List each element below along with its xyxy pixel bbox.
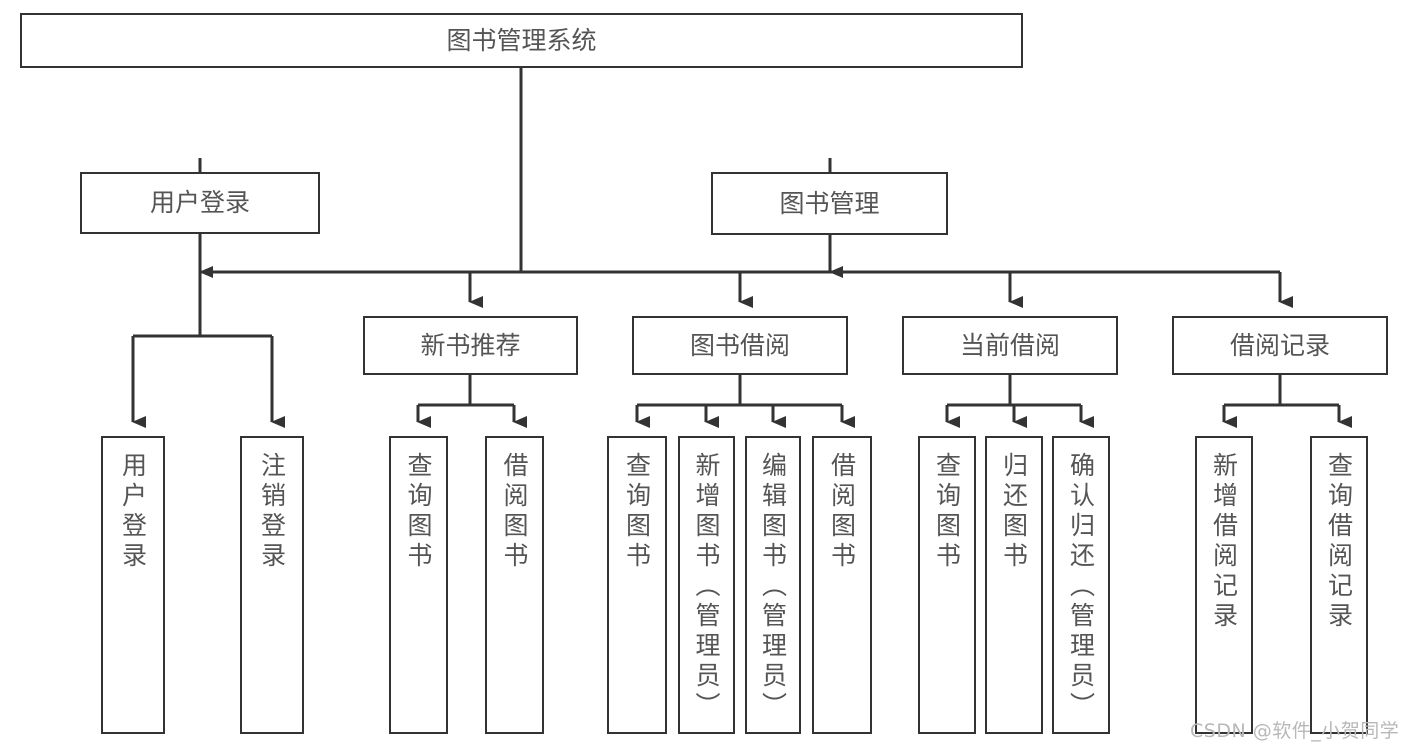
- node-leaf-add-record-label: 新增借阅记录: [1209, 452, 1239, 632]
- node-root-label: 图书管理系统: [446, 25, 597, 55]
- node-current-borrow-label: 当前借阅: [959, 330, 1060, 360]
- node-leaf-return-book-label: 归还图书: [999, 452, 1029, 572]
- node-leaf-logout-label: 注销登录: [257, 452, 287, 572]
- node-leaf-user-login-label: 用户登录: [118, 452, 148, 572]
- node-user-login-label: 用户登录: [149, 188, 250, 218]
- node-book-borrow[interactable]: 图书借阅: [632, 316, 848, 375]
- node-leaf-add-book[interactable]: 新增图书（管理员）: [678, 436, 735, 734]
- node-leaf-query-record-label: 查询借阅记录: [1324, 452, 1354, 632]
- node-book-borrow-label: 图书借阅: [689, 330, 790, 360]
- node-leaf-query-book-3[interactable]: 查询图书: [918, 436, 976, 734]
- node-leaf-borrow-book-1[interactable]: 借阅图书: [485, 436, 544, 734]
- node-leaf-query-book-2-label: 查询图书: [622, 452, 652, 572]
- node-leaf-add-record[interactable]: 新增借阅记录: [1195, 436, 1253, 734]
- node-leaf-borrow-book-2[interactable]: 借阅图书: [812, 436, 872, 734]
- node-leaf-confirm-return[interactable]: 确认归还（管理员）: [1052, 436, 1110, 734]
- node-new-book-recommend-label: 新书推荐: [420, 330, 521, 360]
- node-borrow-record[interactable]: 借阅记录: [1172, 316, 1388, 375]
- node-leaf-edit-book-label: 编辑图书（管理员）: [758, 452, 788, 722]
- node-leaf-user-login[interactable]: 用户登录: [101, 436, 165, 734]
- node-current-borrow[interactable]: 当前借阅: [902, 316, 1118, 375]
- node-user-login[interactable]: 用户登录: [80, 172, 320, 234]
- node-leaf-logout[interactable]: 注销登录: [240, 436, 304, 734]
- node-borrow-record-label: 借阅记录: [1229, 330, 1330, 360]
- node-leaf-edit-book[interactable]: 编辑图书（管理员）: [745, 436, 801, 734]
- node-book-manage-label: 图书管理: [779, 188, 880, 218]
- node-leaf-query-book-3-label: 查询图书: [932, 452, 962, 572]
- node-leaf-add-book-label: 新增图书（管理员）: [692, 452, 721, 722]
- node-leaf-query-book-1[interactable]: 查询图书: [389, 436, 448, 734]
- node-leaf-query-book-1-label: 查询图书: [404, 452, 433, 572]
- node-book-manage[interactable]: 图书管理: [711, 172, 948, 235]
- csdn-watermark: CSDN @软件_小贺同学: [1190, 720, 1400, 742]
- node-leaf-borrow-book-2-label: 借阅图书: [827, 452, 857, 572]
- node-leaf-query-book-2[interactable]: 查询图书: [607, 436, 667, 734]
- node-leaf-borrow-book-1-label: 借阅图书: [500, 452, 529, 572]
- node-new-book-recommend[interactable]: 新书推荐: [363, 316, 578, 375]
- node-leaf-confirm-return-label: 确认归还（管理员）: [1066, 452, 1096, 722]
- node-leaf-return-book[interactable]: 归还图书: [985, 436, 1043, 734]
- node-root[interactable]: 图书管理系统: [20, 13, 1023, 68]
- node-leaf-query-record[interactable]: 查询借阅记录: [1310, 436, 1368, 734]
